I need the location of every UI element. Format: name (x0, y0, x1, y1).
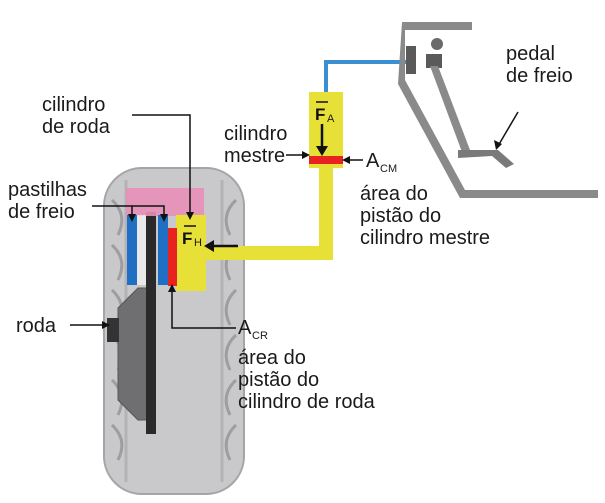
label-wheel-cylinder-1: cilindro (42, 94, 105, 116)
brake-pad-right (158, 215, 168, 285)
wheel-cylinder (176, 215, 206, 291)
label-wheel-cylinder-2: de roda (42, 116, 111, 138)
push-rod (324, 60, 410, 92)
label-acr-desc-3: cilindro de roda (238, 391, 376, 413)
label-acm-desc-1: área do (360, 183, 428, 205)
label-wheel: roda (16, 315, 57, 337)
leader-arrowheads (102, 140, 502, 329)
leader-lines (70, 111, 519, 329)
pedal-assembly (398, 22, 598, 198)
label-acm-letter: A (366, 150, 380, 172)
force-fa-sub: A (327, 113, 335, 125)
label-pedal-1: pedal (506, 43, 555, 65)
pedal-pad (458, 150, 514, 168)
label-acm-desc-2: pistão do (360, 205, 441, 227)
force-arrow-fa: F A (315, 101, 335, 156)
label-pedal-2: de freio (506, 65, 573, 87)
force-fh-sub: H (194, 237, 202, 249)
car-frame (398, 22, 598, 198)
brake-pad-left (127, 215, 137, 285)
force-fh-letter: F (182, 229, 192, 248)
master-piston (309, 156, 343, 164)
pedal-mount (406, 46, 416, 74)
brake-disc (146, 212, 156, 434)
label-master-cylinder-1: cilindro (224, 123, 287, 145)
wheel-hub (117, 287, 149, 421)
label-pads-2: de freio (8, 201, 75, 223)
pedal-pivot (426, 54, 442, 68)
label-acr-letter: A (238, 317, 252, 339)
force-fa-letter: F (315, 105, 325, 124)
caliper-body (126, 188, 204, 216)
label-acm-sub: CM (380, 163, 397, 175)
force-arrow-fh: F H (182, 225, 238, 252)
wheel-piston (168, 228, 177, 286)
master-cylinder (309, 92, 343, 168)
label-master-cylinder-2: mestre (224, 145, 285, 167)
wheel-axle (107, 318, 119, 342)
hydraulic-line (206, 168, 333, 260)
label-pads-1: pastilhas (8, 179, 87, 201)
label-acr-desc-2: pistão do (238, 369, 319, 391)
label-acm-desc-3: cilindro mestre (360, 227, 490, 249)
label-acr-desc-1: área do (238, 347, 306, 369)
pedal-arm (430, 66, 470, 152)
label-acr-sub: CR (252, 330, 268, 342)
